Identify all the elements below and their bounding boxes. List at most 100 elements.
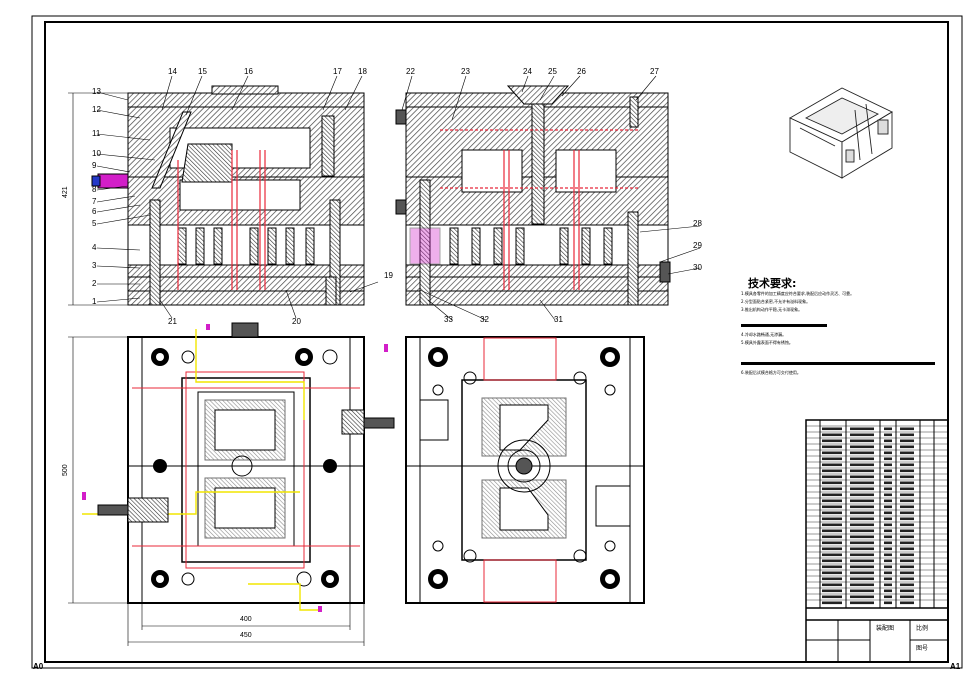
parts-list-cell-fill: [900, 559, 914, 563]
parts-list-cell-fill: [884, 469, 892, 473]
parts-list-cell-fill: [884, 523, 892, 527]
parts-list-cell-fill: [884, 445, 892, 449]
parts-list-cell-fill: [822, 439, 842, 443]
section-b-callout: 33: [444, 315, 453, 324]
parts-list-cell-fill: [884, 601, 892, 605]
section-a-callout: 8: [92, 185, 97, 194]
tech-note-3: 3.推出机构动作平稳,无卡滞现象。: [741, 307, 803, 312]
parts-list-cell-fill: [900, 493, 914, 497]
parts-list-rows: [806, 425, 948, 605]
parts-list-cell-fill: [850, 475, 874, 479]
parts-list-cell-fill: [884, 511, 892, 515]
parts-list-cell-fill: [822, 517, 842, 521]
plan-view-right: [405, 336, 645, 604]
parts-list-cell-fill: [850, 517, 874, 521]
section-a-height-dim: 421: [62, 186, 69, 198]
parts-list-cell-fill: [822, 595, 842, 599]
section-a-callout: 10: [92, 149, 101, 158]
parts-list-cell-fill: [850, 595, 874, 599]
section-a-callout: 1: [92, 297, 97, 306]
section-a-callout: 18: [358, 67, 367, 76]
section-b-callout: 27: [650, 67, 659, 76]
parts-list-cell-fill: [900, 601, 914, 605]
parts-list-cell-fill: [822, 589, 842, 593]
section-a-callout: 11: [92, 129, 101, 138]
section-a-callout: 19: [384, 271, 393, 280]
parts-list-cell-fill: [850, 433, 874, 437]
parts-list-cell-fill: [884, 427, 892, 431]
parts-list-cell-fill: [900, 595, 914, 599]
parts-list-cell-fill: [850, 547, 874, 551]
sheet-corner-right: A1: [950, 662, 961, 671]
parts-list-cell-fill: [850, 427, 874, 431]
parts-list-cell-fill: [884, 541, 892, 545]
section-a-callout: 12: [92, 105, 101, 114]
parts-list-cell-fill: [900, 517, 914, 521]
parts-list-cell-fill: [822, 601, 842, 605]
parts-list-cell-fill: [822, 505, 842, 509]
parts-list-cell-fill: [884, 475, 892, 479]
section-b-callout: 26: [577, 67, 586, 76]
tech-note-6: 6.装配后试模合格方可交付使用。: [741, 370, 801, 375]
parts-list-cell-fill: [850, 529, 874, 533]
plan-width-dim-outer: 450: [240, 632, 252, 639]
tech-note-4: 4.冷却水路畅通,无渗漏。: [741, 332, 787, 337]
section-a-callout: 2: [92, 279, 97, 288]
parts-list-cell-fill: [822, 559, 842, 563]
plan-width-dim-inner: 400: [240, 616, 252, 623]
parts-list-cell-fill: [850, 589, 874, 593]
section-a-callout: 16: [244, 67, 253, 76]
section-b-callout: 24: [523, 67, 532, 76]
parts-list-cell-fill: [900, 541, 914, 545]
parts-list-cell-fill: [884, 577, 892, 581]
section-b-callout: 32: [480, 315, 489, 324]
parts-list-cell-fill: [822, 445, 842, 449]
parts-list-cell-fill: [884, 457, 892, 461]
parts-list-cell-fill: [822, 541, 842, 545]
section-b-callout: 25: [548, 67, 557, 76]
parts-list-cell-fill: [850, 559, 874, 563]
sheet-corner-left: A0: [33, 662, 44, 671]
parts-list-cell-fill: [822, 523, 842, 527]
parts-list-cell-fill: [850, 451, 874, 455]
parts-list-cell-fill: [822, 577, 842, 581]
parts-list-cell-fill: [884, 493, 892, 497]
parts-list-cell-fill: [884, 595, 892, 599]
section-a-callout: 4: [92, 243, 97, 252]
parts-list-cell-fill: [884, 487, 892, 491]
parts-list-cell-fill: [884, 505, 892, 509]
parts-list-cell-fill: [900, 457, 914, 461]
parts-list-cell-fill: [884, 553, 892, 557]
parts-list-cell-fill: [850, 505, 874, 509]
section-b-callout: 28: [693, 219, 702, 228]
parts-list-cell-fill: [884, 583, 892, 587]
parts-list-cell-fill: [900, 535, 914, 539]
parts-list-cell-fill: [884, 451, 892, 455]
parts-list-cell-fill: [822, 475, 842, 479]
parts-list-cell-fill: [850, 457, 874, 461]
parts-list-cell-fill: [822, 487, 842, 491]
parts-list-cell-fill: [900, 445, 914, 449]
parts-list-cell-fill: [900, 589, 914, 593]
parts-list-cell-fill: [822, 565, 842, 569]
parts-list-cell-fill: [822, 433, 842, 437]
parts-list-cell-fill: [884, 481, 892, 485]
parts-list-cell-fill: [850, 481, 874, 485]
section-a-view: [68, 75, 379, 319]
tech-note-5: 5.模具外露表面不得有锈蚀。: [741, 340, 793, 345]
section-a-callout: 5: [92, 219, 97, 228]
parts-list-cell-fill: [884, 589, 892, 593]
parts-list-cell-fill: [884, 517, 892, 521]
section-b-callout: 29: [693, 241, 702, 250]
parts-list-cell-fill: [822, 535, 842, 539]
parts-list-cell-fill: [850, 553, 874, 557]
parts-list-cell-fill: [900, 427, 914, 431]
parts-list-cell-fill: [850, 499, 874, 503]
section-a-callout: 21: [168, 317, 177, 326]
parts-list-cell-fill: [850, 511, 874, 515]
parts-list-cell-fill: [900, 439, 914, 443]
outer-border: [31, 15, 963, 669]
parts-list-cell-fill: [884, 559, 892, 563]
part-isometric: [789, 87, 893, 179]
